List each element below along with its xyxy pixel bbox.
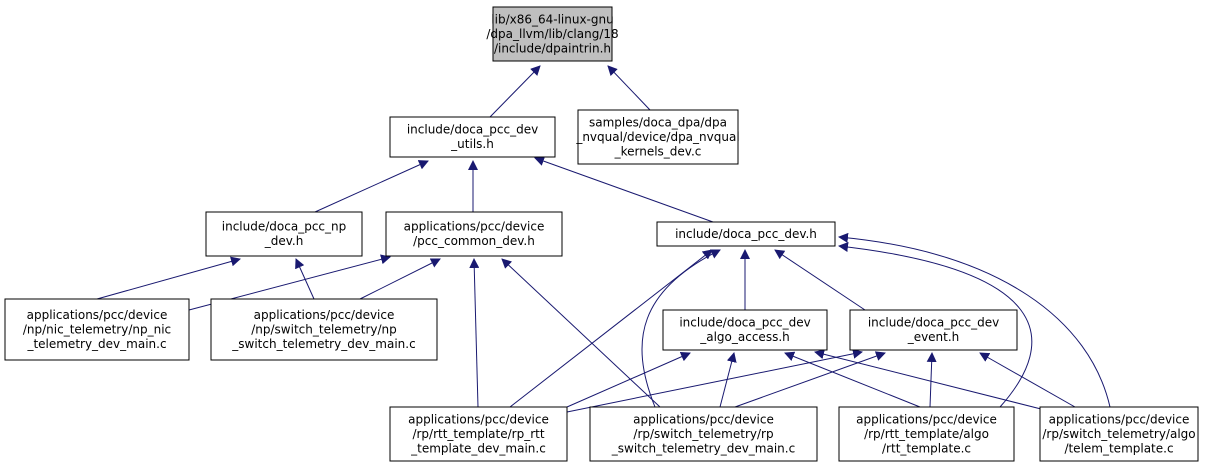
edge-rtt_template-to-algo_access [784, 351, 921, 408]
node-label-line: _nvqual/device/dpa_nvqual [575, 130, 739, 144]
edge-pcc_dev-to-utils [534, 156, 714, 223]
node-label-line: /dpa_llvm/lib/clang/18 [486, 27, 618, 41]
edge-rp_switch_main-to-pcc_dev [641, 249, 721, 408]
node-root: lib/x86_64-linux-gnu/dpa_llvm/lib/clang/… [486, 6, 619, 62]
edge-rtt_template-to-pcc_dev [838, 242, 1033, 408]
node-label-line: applications/pcc/device [1049, 412, 1190, 426]
node-label-line: _telemetry_dev_main.c [26, 337, 166, 351]
node-rtt_template[interactable]: applications/pcc/device/rp/rtt_template/… [838, 406, 1015, 462]
edge-rp_rtt_main-to-algo_access [566, 352, 691, 408]
node-box [1039, 406, 1199, 462]
node-box [662, 309, 828, 351]
edge-np_dev-to-utils [314, 160, 429, 213]
node-label-line: _switch_telemetry_dev_main.c [231, 337, 415, 351]
node-np_nic[interactable]: applications/pcc/device/np/nic_telemetry… [4, 298, 190, 361]
node-box [210, 298, 438, 361]
node-label-line: /telem_template.c [1064, 441, 1173, 455]
node-box [389, 116, 556, 158]
node-label-line: _switch_telemetry_dev_main.c [611, 441, 795, 455]
node-box [577, 109, 739, 165]
node-label-line: applications/pcc/device [633, 412, 774, 426]
edge-rp_switch_main-to-pcc_common [501, 258, 661, 408]
node-box [656, 221, 836, 247]
edge-utils-to-root [489, 65, 541, 118]
node-rp_switch_main[interactable]: applications/pcc/device/rp/switch_teleme… [589, 406, 818, 462]
node-np_dev[interactable]: include/doca_pcc_np_dev.h [205, 211, 363, 257]
node-box [838, 406, 1015, 462]
node-label-line: /include/dpaintrin.h [494, 41, 611, 55]
node-label-line: applications/pcc/device [408, 412, 549, 426]
node-label-line: _dev.h [264, 234, 304, 248]
node-event[interactable]: include/doca_pcc_dev_event.h [849, 309, 1018, 351]
node-box [389, 406, 568, 462]
edge-np_switch-to-pcc_common [359, 258, 441, 300]
node-label-line: _utils.h [450, 137, 494, 151]
node-box [589, 406, 818, 462]
node-box [385, 211, 563, 257]
node-label-line: include/doca_pcc_dev [407, 123, 538, 137]
edge-np_nic-to-np_dev [96, 256, 241, 300]
node-label-line: lib/x86_64-linux-gnu [491, 12, 613, 26]
edge-rp_rtt_main-to-event [566, 348, 863, 413]
node-label-line: /pcc_common_dev.h [413, 234, 535, 248]
node-label-line: /np/nic_telemetry/np_nic [23, 322, 171, 336]
node-label-line: /rp/switch_telemetry/algo [1042, 427, 1195, 441]
node-pcc_dev[interactable]: include/doca_pcc_dev.h [656, 221, 836, 247]
node-label-line: _kernels_dev.c [614, 144, 702, 158]
node-pcc_common[interactable]: applications/pcc/device/pcc_common_dev.h [385, 211, 563, 257]
node-label-line: /rp/rtt_template/algo [864, 427, 989, 441]
edge-telem_template-to-event [979, 352, 1076, 408]
node-utils[interactable]: include/doca_pcc_dev_utils.h [389, 116, 556, 158]
node-label-line: /rtt_template.c [882, 441, 971, 455]
node-label-line: include/doca_pcc_dev [868, 316, 999, 330]
node-label-line: _algo_access.h [699, 330, 790, 344]
node-label-line: /np/switch_telemetry/np [251, 322, 397, 336]
node-label-line: applications/pcc/device [404, 220, 545, 234]
node-samples[interactable]: samples/doca_dpa/dpa_nvqual/device/dpa_n… [575, 109, 740, 165]
edge-samples-to-root [607, 65, 651, 111]
node-label-line: include/doca_pcc_dev.h [675, 227, 817, 241]
edge-telem_template-to-pcc_dev [838, 232, 1111, 408]
node-label-line: _event.h [907, 330, 960, 344]
node-label-line: include/doca_pcc_dev [679, 316, 810, 330]
node-label-line: include/doca_pcc_np [222, 220, 346, 234]
node-np_switch[interactable]: applications/pcc/device/np/switch_teleme… [210, 298, 438, 361]
node-label-line: /rp/rtt_template/rp_rtt [412, 427, 544, 441]
node-box [205, 211, 363, 257]
node-box [4, 298, 190, 361]
edge-event-to-pcc_dev [774, 249, 866, 311]
edge-rp_rtt_main-to-pcc_common [469, 258, 480, 408]
edge-telem_template-to-algo_access [814, 349, 1046, 411]
node-label-line: _template_dev_main.c [410, 441, 546, 455]
node-telem_template[interactable]: applications/pcc/device/rp/switch_teleme… [1039, 406, 1199, 462]
node-box [492, 6, 613, 62]
edge-rp_switch_main-to-event [734, 351, 886, 408]
node-algo_access[interactable]: include/doca_pcc_dev_algo_access.h [662, 309, 828, 351]
node-label-line: applications/pcc/device [27, 308, 168, 322]
node-label-line: applications/pcc/device [254, 308, 395, 322]
node-label-line: samples/doca_dpa/dpa [589, 115, 727, 129]
node-label-line: /rp/switch_telemetry/rp [633, 427, 773, 441]
node-label-line: applications/pcc/device [856, 412, 997, 426]
node-box [849, 309, 1018, 351]
edge-rtt_template-to-event [926, 352, 937, 408]
edge-rp_switch_main-to-algo_access [719, 352, 737, 408]
node-rp_rtt_main[interactable]: applications/pcc/device/rp/rtt_template/… [389, 406, 568, 462]
